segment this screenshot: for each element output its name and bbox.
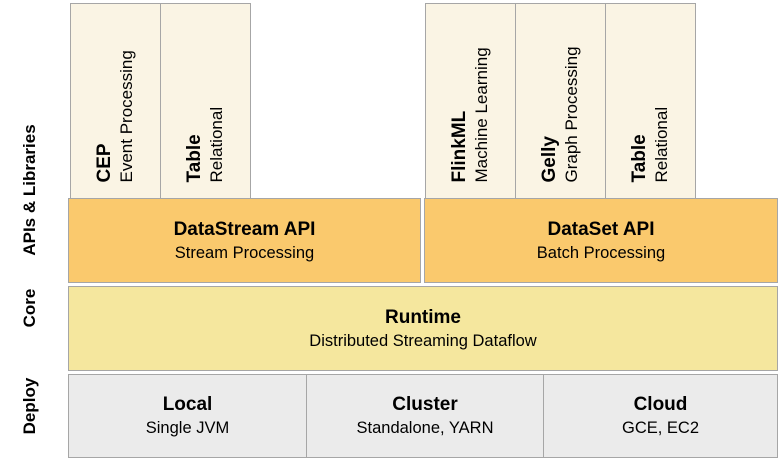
library-desc: Event Processing	[116, 50, 136, 183]
library-desc: Relational	[651, 106, 671, 183]
band-title: Local	[162, 394, 213, 415]
band-title: DataSet API	[547, 218, 655, 240]
band-subtitle: Standalone, YARN	[356, 419, 494, 437]
library-column-table-stream: Table Relational	[160, 3, 251, 199]
library-column-gelly: Gelly Graph Processing	[515, 3, 606, 199]
band-title: Cluster	[392, 394, 458, 415]
library-column-cep: CEP Event Processing	[70, 3, 161, 199]
dataset-api-band: DataSet API Batch Processing	[424, 198, 778, 283]
band-subtitle: Distributed Streaming Dataflow	[309, 331, 537, 350]
library-desc: Machine Learning	[471, 47, 491, 183]
band-title: Cloud	[633, 394, 688, 415]
library-name: Gelly	[538, 136, 560, 183]
library-column-text: Gelly Graph Processing	[539, 5, 583, 198]
band-subtitle: Single JVM	[145, 419, 230, 437]
library-column-text: Table Relational	[629, 5, 673, 198]
library-name: Table	[183, 134, 205, 183]
band-subtitle: Stream Processing	[174, 243, 315, 262]
library-column-flinkml: FlinkML Machine Learning	[425, 3, 516, 199]
side-label-apis-libraries: APIs & Libraries	[20, 124, 39, 256]
library-column-text: CEP Event Processing	[94, 5, 138, 198]
deploy-cell-local: Local Single JVM	[68, 374, 307, 458]
library-desc: Relational	[206, 106, 226, 183]
datastream-api-band: DataStream API Stream Processing	[68, 198, 421, 283]
band-subtitle: GCE, EC2	[621, 419, 700, 437]
library-column-text: Table Relational	[184, 5, 228, 198]
runtime-band: Runtime Distributed Streaming Dataflow	[68, 286, 778, 371]
library-name: Table	[628, 134, 650, 183]
deploy-cell-cloud: Cloud GCE, EC2	[543, 374, 778, 458]
library-column-text: FlinkML Machine Learning	[449, 5, 493, 198]
band-title: Runtime	[385, 306, 461, 328]
band-subtitle: Batch Processing	[536, 243, 666, 262]
library-name: FlinkML	[448, 110, 470, 183]
side-label-core: Core	[20, 288, 39, 328]
side-label-deploy: Deploy	[20, 377, 39, 435]
band-title: DataStream API	[173, 218, 316, 240]
library-name: CEP	[93, 143, 115, 183]
library-column-table-batch: Table Relational	[605, 3, 696, 199]
library-desc: Graph Processing	[561, 46, 581, 183]
deploy-cell-cluster: Cluster Standalone, YARN	[306, 374, 544, 458]
